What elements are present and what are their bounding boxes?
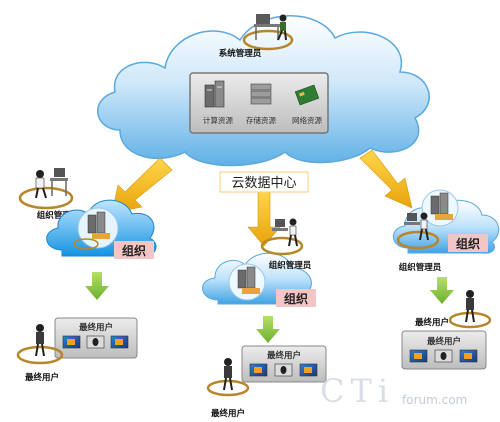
right-org-label: 组织 [456,236,480,251]
resource-panel: 计算资源 存储资源 网络资源 [189,72,329,134]
system-admin-label: 系统管理员 [219,48,262,59]
left-end-users-title: 最终用户 [79,322,113,333]
server-icon [237,266,260,294]
left-org-label: 组织 [122,243,146,258]
left-org-admin [18,168,74,210]
storage-icon [250,83,272,105]
middle-end-user-figure [206,358,250,397]
left-end-user-label: 最终用户 [25,372,59,383]
server-icon [87,211,110,239]
watermark-site: forum.com [402,393,467,407]
left-end-user-figure [16,324,64,365]
middle-end-users-panel: 最终用户 [241,345,327,383]
watermark-brand: CTi [320,372,394,410]
middle-org-label: 组织 [284,291,308,306]
middle-green-arrow [256,316,280,343]
right-org-admin [396,212,440,250]
windows-screen-icon [459,349,478,363]
left-green-arrow [85,272,109,300]
right-green-arrow [430,277,454,304]
windows-screen-icon [249,363,268,377]
middle-org-admin [260,218,304,256]
person-at-desk-icon [272,218,298,247]
arrow-to-right-org [359,149,413,209]
compute-resource-label: 计算资源 [203,115,233,125]
network-card-icon [294,84,320,106]
storage-resource-label: 存储资源 [246,115,276,125]
linux-penguin-icon [274,363,293,377]
right-end-users-title: 最终用户 [427,336,461,347]
middle-end-user-label: 最终用户 [211,408,245,419]
left-end-users-panel: 最终用户 [54,317,138,359]
middle-org-admin-label: 组织管理员 [269,260,312,271]
person-at-desk-icon [404,212,429,241]
left-org-admin-label: 组织管理员 [37,210,80,221]
windows-screen-icon [62,335,81,349]
windows-screen-icon [409,349,428,363]
middle-end-users-title: 最终用户 [267,350,301,361]
right-end-user-label: 最终用户 [415,317,449,328]
network-resource-label: 网络资源 [292,115,322,125]
server-icon [204,80,225,108]
windows-screen-icon [110,335,129,349]
person-at-desk-icon [254,14,287,41]
system-admin-figure [242,14,294,51]
windows-screen-icon [299,363,318,377]
right-end-users-panel: 最终用户 [401,330,487,370]
right-org-admin-label: 组织管理员 [399,262,442,273]
arrow-to-middle-org [247,189,281,247]
right-end-user-figure [448,290,492,329]
datacenter-label: 云数据中心 [231,176,296,191]
linux-penguin-icon [434,349,453,363]
linux-penguin-icon [86,335,105,349]
server-icon [430,192,453,220]
person-at-desk-icon [35,168,68,199]
